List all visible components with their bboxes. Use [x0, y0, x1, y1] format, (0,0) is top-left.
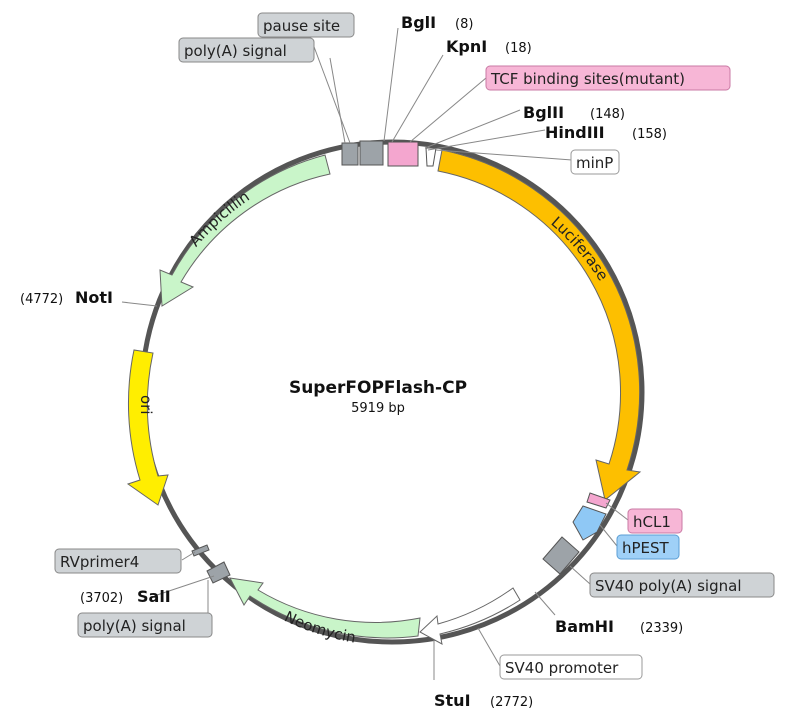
- minp-feature: [425, 147, 437, 167]
- site-bgli-pos: (8): [455, 17, 473, 32]
- plasmid-length: 5919 bp: [351, 401, 405, 416]
- hpest-label: hPEST: [622, 539, 670, 557]
- polya-top-label: poly(A) signal: [184, 42, 287, 60]
- sv40-promoter-feature: [419, 587, 521, 645]
- tcf-label: TCF binding sites(mutant): [490, 70, 685, 88]
- ori-label: ori: [137, 395, 155, 415]
- site-bgli-name: BglI: [401, 13, 436, 32]
- rvprimer4-feature: [191, 544, 210, 557]
- neomycin-feature: [229, 577, 421, 639]
- site-sali-pos: (3702): [80, 591, 123, 606]
- sv40-polya-label: SV40 poly(A) signal: [595, 577, 741, 595]
- svg-text:Neomycin: Neomycin: [282, 607, 358, 646]
- site-noti-pos: (4772): [20, 292, 63, 307]
- hcl1-label: hCL1: [633, 513, 671, 531]
- plasmid-name: SuperFOPFlash-CP: [289, 378, 467, 398]
- sv40-promoter-label: SV40 promoter: [505, 659, 619, 677]
- ampicillin-label: Ampicillin: [186, 187, 253, 250]
- sv40-polya-feature: [542, 536, 580, 575]
- site-bglii-pos: (148): [590, 107, 625, 122]
- ori-feature: [126, 349, 169, 506]
- site-hindiii-name: HindIII: [545, 123, 605, 142]
- minp-label: minP: [576, 154, 613, 172]
- polya-bottom-feature: [206, 561, 231, 584]
- tcf-feature: [387, 141, 419, 167]
- site-noti-name: NotI: [75, 288, 113, 307]
- hcl1-feature: [586, 492, 611, 509]
- rvprimer4-label: RVprimer4: [60, 553, 139, 571]
- ampicillin-feature: [159, 154, 331, 307]
- site-stui-name: StuI: [434, 691, 471, 710]
- polya-bottom-label: poly(A) signal: [83, 617, 186, 635]
- site-bglii-name: BglII: [523, 103, 564, 122]
- site-bamhi-name: BamHI: [555, 617, 614, 636]
- site-kpni-name: KpnI: [446, 37, 487, 56]
- pause-site-label: pause site: [263, 17, 340, 35]
- luciferase-feature: [437, 149, 642, 501]
- hpest-feature: [572, 505, 607, 541]
- site-sali-name: SalI: [137, 587, 171, 606]
- site-stui-pos: (2772): [490, 695, 533, 710]
- neomycin-label: Neomycin: [282, 607, 358, 646]
- pause-site-feature: [359, 140, 384, 166]
- site-hindiii-pos: (158): [632, 127, 667, 142]
- polya-top-feature: [341, 142, 359, 166]
- site-bamhi-pos: (2339): [640, 621, 683, 636]
- svg-text:Ampicillin: Ampicillin: [186, 187, 253, 250]
- site-kpni-pos: (18): [505, 41, 532, 56]
